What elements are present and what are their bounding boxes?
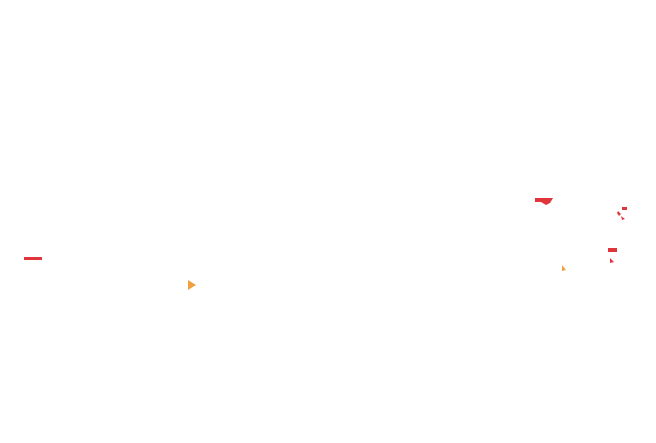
red-fragment-icon <box>608 248 617 263</box>
red-fragment-icon <box>535 198 553 205</box>
red-fragment-icon <box>24 257 42 260</box>
orange-triangle-icon <box>562 265 566 271</box>
red-fragment-icon <box>617 207 627 220</box>
orange-triangle-icon <box>188 280 196 290</box>
